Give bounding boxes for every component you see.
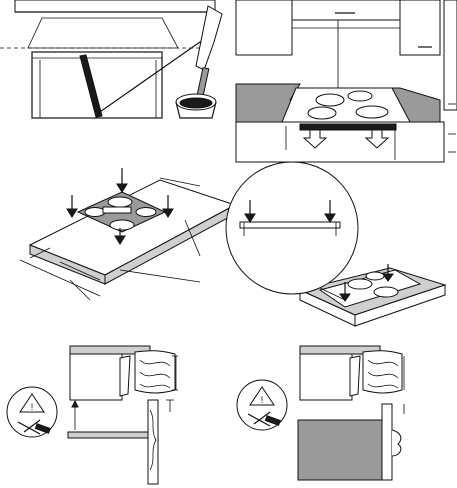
wall-cabinet-left bbox=[236, 0, 292, 55]
zone-3 bbox=[308, 107, 336, 119]
wooden-rail bbox=[80, 55, 102, 117]
seal-strip bbox=[240, 222, 340, 228]
panel-press-hob bbox=[20, 168, 235, 300]
wall-cabinet-top bbox=[292, 0, 400, 20]
panel-cabinet-cutout bbox=[0, 0, 222, 118]
wood-grain bbox=[135, 351, 175, 393]
panel-seal-detail bbox=[226, 162, 445, 326]
cover-panel bbox=[298, 420, 382, 480]
hand-arm bbox=[196, 6, 222, 70]
cutout-frame bbox=[28, 18, 178, 48]
worktop-edge bbox=[15, 0, 215, 12]
side-wall bbox=[148, 400, 158, 484]
press-arrow-top bbox=[117, 184, 127, 192]
press-arrow-left bbox=[67, 209, 77, 217]
zone-2 bbox=[348, 91, 372, 101]
panel-warning-panel: ! bbox=[237, 346, 404, 480]
side-wall-right bbox=[382, 404, 392, 480]
hob bbox=[282, 88, 410, 122]
drawer-shelf bbox=[68, 432, 148, 438]
panel-warning-drawer: ! bbox=[7, 346, 178, 484]
warning-symbol-right: ! bbox=[261, 395, 264, 405]
zone-1 bbox=[316, 94, 344, 106]
dimension-depth bbox=[120, 270, 200, 282]
panel-hob-installed bbox=[236, 0, 457, 162]
warning-symbol: ! bbox=[31, 402, 34, 412]
zone-4 bbox=[356, 106, 388, 118]
